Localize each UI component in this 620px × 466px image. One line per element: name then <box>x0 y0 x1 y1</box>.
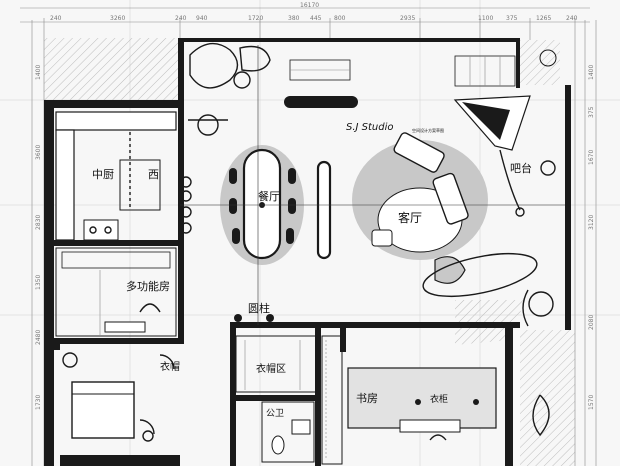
label-dining: 餐厅 <box>258 189 280 203</box>
dim-top-12: 240 <box>566 15 578 22</box>
study-room <box>347 367 497 441</box>
bedroom <box>62 352 175 442</box>
dim-top-8: 2935 <box>400 15 415 22</box>
dim-top-4: 1720 <box>248 15 263 22</box>
entry-sketch <box>188 42 271 136</box>
label-column: 圆柱 <box>248 301 270 315</box>
kitchen-stools <box>180 176 192 234</box>
label-study: 书房 <box>356 392 378 405</box>
dim-left-0: 1400 <box>35 65 42 80</box>
dim-left-2: 2830 <box>35 215 42 230</box>
dim-left-3: 1350 <box>35 275 42 290</box>
brand-block: S.J Studio 空间设计方案草图 <box>346 122 444 133</box>
brand-text: S.J Studio <box>346 122 394 133</box>
dim-left-5: 1730 <box>35 395 42 410</box>
top-shelves <box>289 49 557 87</box>
label-cloakroom: 衣帽区 <box>256 362 286 375</box>
axis-lines <box>180 45 565 325</box>
label-public-toilet: 公卫 <box>266 408 284 419</box>
dim-top-9: 1100 <box>478 15 493 22</box>
label-wardrobe: 衣帽 <box>160 360 180 373</box>
dim-left-4: 2480 <box>35 330 42 345</box>
label-bar: 吧台 <box>510 161 532 175</box>
toilet-room <box>261 401 315 463</box>
label-closet: 衣柜 <box>430 393 448 405</box>
dim-top-total: 16170 <box>300 2 319 9</box>
dim-top-0: 240 <box>50 15 62 22</box>
dim-right-4: 2080 <box>588 315 595 330</box>
label-multi-room: 多功能房 <box>126 279 170 293</box>
top-bench <box>284 96 358 108</box>
room-labels: 中厨 西 餐厅 客厅 吧台 多功能房 圆柱 衣帽 书房 公卫 衣帽区 衣柜 <box>92 161 532 419</box>
dim-top-10: 375 <box>506 15 518 22</box>
left-dimension-labels: 1400 3600 2830 1350 2480 1730 <box>35 65 42 410</box>
brand-subtext: 空间设计方案草图 <box>412 127 444 133</box>
dim-top-2: 240 <box>175 15 187 22</box>
cloakroom <box>235 335 343 465</box>
dim-left-1: 3600 <box>35 145 42 160</box>
console-divider <box>316 160 332 260</box>
right-sketch <box>522 289 554 437</box>
multi-function-room <box>55 247 177 337</box>
kitchen-counters <box>55 111 177 241</box>
dim-top-7: 800 <box>334 15 346 22</box>
label-western-kitchen: 西 <box>148 168 159 181</box>
dim-right-5: 1570 <box>588 395 595 410</box>
dim-top-5: 380 <box>288 15 300 22</box>
top-dimension-labels: 240 3260 240 940 1720 380 445 800 2935 1… <box>50 2 578 22</box>
label-chinese-kitchen: 中厨 <box>92 168 114 181</box>
bar-counter <box>453 95 556 217</box>
walls <box>44 38 571 466</box>
dim-top-3: 940 <box>196 15 208 22</box>
dim-right-0: 1400 <box>588 65 595 80</box>
dim-top-6: 445 <box>310 15 322 22</box>
right-dimension-labels: 1400 375 1670 3120 2080 1570 <box>588 65 595 410</box>
dimension-lines <box>20 7 597 466</box>
dim-right-3: 3120 <box>588 215 595 230</box>
dim-right-2: 1670 <box>588 150 595 165</box>
dim-top-1: 3260 <box>110 15 125 22</box>
dim-top-11: 1265 <box>536 15 551 22</box>
living-area <box>352 132 538 298</box>
label-living: 客厅 <box>398 210 422 225</box>
dim-right-1: 375 <box>588 106 595 118</box>
